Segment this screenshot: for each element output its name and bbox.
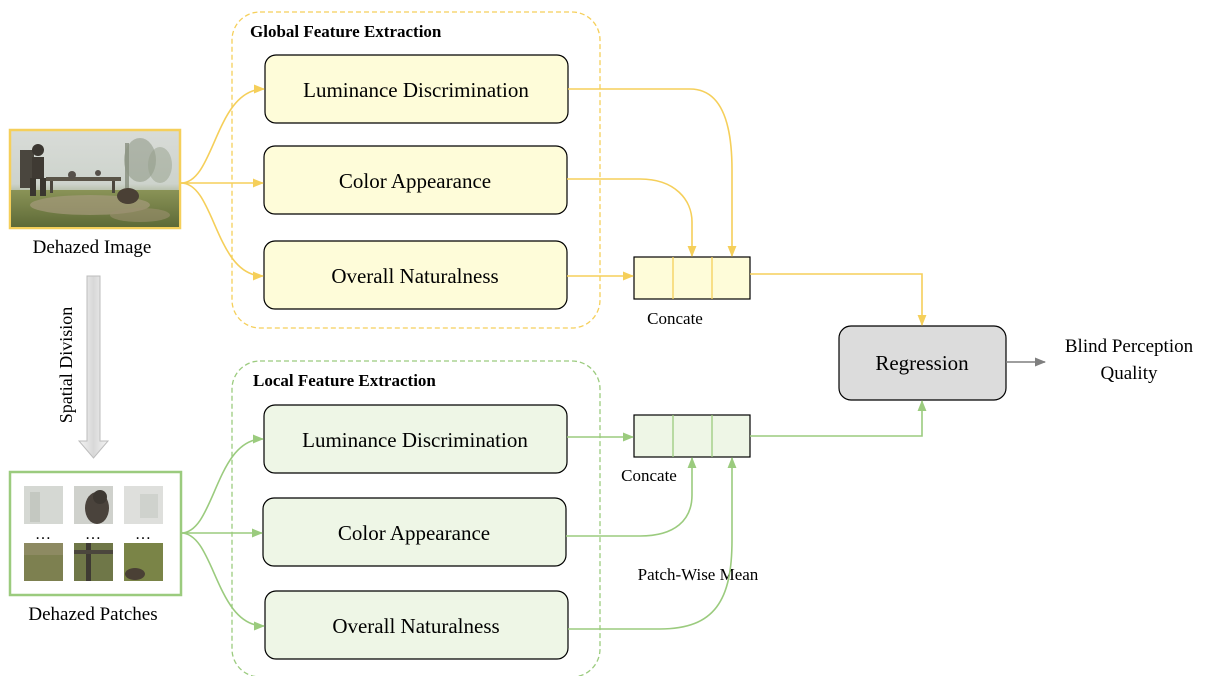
arrow-local-naturalness-to-concat <box>568 456 737 630</box>
local-concat-label: Concate <box>621 466 677 485</box>
arrow-global-color-to-concat <box>567 178 697 258</box>
dehazed-patches-label: Dehazed Patches <box>28 604 157 625</box>
patch-ellipsis: … <box>85 526 101 543</box>
regression-label: Regression <box>875 351 969 375</box>
arrow-global-luminance-to-concat <box>568 88 737 258</box>
local-group-title: Local Feature Extraction <box>253 371 436 390</box>
local-luminance-label: Luminance Discrimination <box>302 428 528 452</box>
patch-thumbnail <box>24 486 63 524</box>
output-label-line1: Blind Perception <box>1065 336 1194 357</box>
arrow-image-to-global-luminance <box>180 84 266 184</box>
local-naturalness-label: Overall Naturalness <box>332 614 499 638</box>
spatial-division-arrow <box>77 275 110 459</box>
global-color-label: Color Appearance <box>339 169 491 193</box>
dehazed-image <box>8 128 182 230</box>
patch-wise-mean-label: Patch-Wise Mean <box>638 565 759 584</box>
global-naturalness-label: Overall Naturalness <box>331 264 498 288</box>
arrow-global-concat-to-regression <box>750 273 927 327</box>
spatial-division-label: Spatial Division <box>56 307 76 424</box>
dehazed-image-label: Dehazed Image <box>33 237 152 258</box>
local-feature-group <box>231 360 601 676</box>
global-concat-box <box>633 256 751 300</box>
global-luminance-label: Luminance Discrimination <box>303 78 529 102</box>
arrow-local-concat-to-regression <box>750 399 927 437</box>
patch-thumbnail <box>74 543 113 581</box>
dehazed-patches: … … … <box>8 470 183 597</box>
global-feature-group <box>231 11 601 329</box>
arrow-patches-to-local-naturalness <box>180 532 266 631</box>
arrow-image-to-global-naturalness <box>180 182 265 281</box>
arrow-patches-to-local-luminance <box>180 434 265 534</box>
arrow-local-color-to-concat <box>566 456 697 537</box>
patch-ellipsis: … <box>35 526 51 543</box>
local-color-label: Color Appearance <box>338 521 490 545</box>
global-concat-label: Concate <box>647 309 703 328</box>
output-label-line2: Quality <box>1101 363 1158 384</box>
local-concat-box <box>633 414 751 458</box>
patch-ellipsis: … <box>135 526 151 543</box>
global-group-title: Global Feature Extraction <box>250 22 442 41</box>
